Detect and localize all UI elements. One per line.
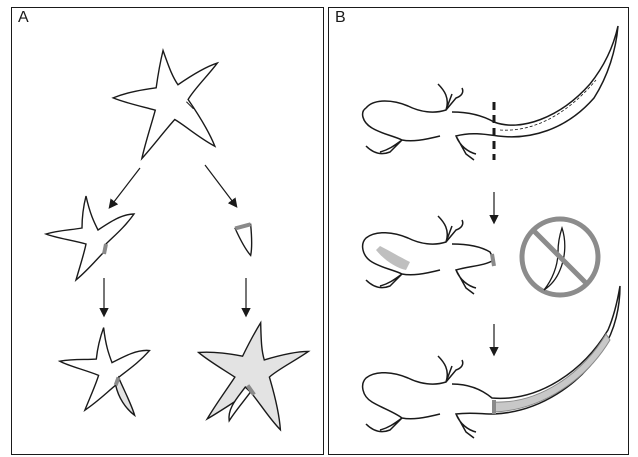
severed-arm (234, 222, 253, 257)
lizard-tail-lost (361, 215, 496, 295)
regrown-tail (493, 333, 611, 413)
starfish-missing-arm (43, 195, 136, 282)
panel-a-label: A (18, 9, 29, 26)
arrow-to-starfish-body (108, 167, 141, 209)
arrow-to-severed-arm (204, 164, 238, 208)
starfish-regenerated-arm (57, 327, 151, 418)
lizard-regenerated-tail (361, 285, 621, 439)
lizard-intact-tail (361, 25, 619, 161)
new-tissue-bud (490, 253, 496, 267)
new-tissue-bud (102, 243, 108, 255)
new-tissue-bud (113, 376, 121, 386)
starfish-original (106, 42, 230, 162)
new-tissue-bud (245, 384, 256, 396)
panel-b-label: B (335, 9, 346, 26)
cut-mark (186, 101, 194, 110)
regrown-arm (114, 375, 136, 418)
no-tail-regrowth-sign (519, 216, 601, 298)
new-tissue-bud (234, 222, 252, 231)
starfish-regenerated-from-arm (186, 312, 313, 435)
original-arm (228, 386, 252, 423)
